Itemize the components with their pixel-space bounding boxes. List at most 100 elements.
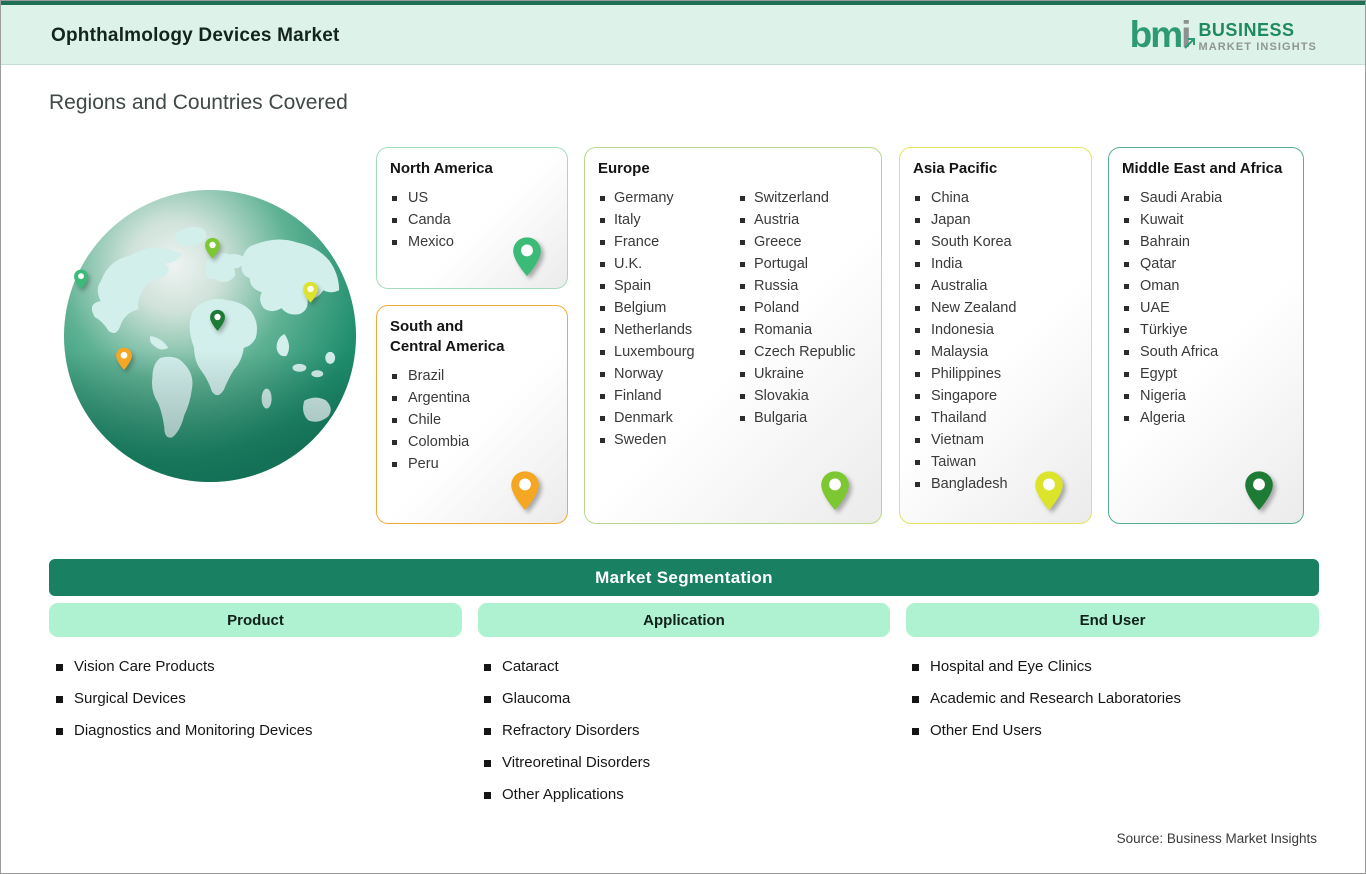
segment-item: Vitreoretinal Disorders [482,747,892,779]
segment-item: Refractory Disorders [482,715,892,747]
country-item: Portugal [738,253,868,275]
country-item: Philippines [913,363,1078,385]
country-item: Mexico [390,231,554,253]
country-item: Algeria [1122,407,1290,429]
country-item: Saudi Arabia [1122,187,1290,209]
country-item: Argentina [390,387,554,409]
region-title: Middle East and Africa [1122,160,1283,177]
country-item: Kuwait [1122,209,1290,231]
region-title: South and Central America [390,318,505,355]
country-item: China [913,187,1078,209]
segment-item: Cataract [482,651,892,683]
map-pin-icon [509,470,541,517]
country-item: Poland [738,297,868,319]
country-item: Switzerland [738,187,868,209]
country-item: Italy [598,209,728,231]
country-item: Czech Republic [738,341,868,363]
top-accent-bar [1,1,1365,5]
country-item: Malaysia [913,341,1078,363]
country-item: Russia [738,275,868,297]
logo-mark: bmi [1129,13,1196,57]
map-pin-icon [1033,470,1065,517]
country-item: Colombia [390,431,554,453]
country-item: France [598,231,728,253]
country-item: Peru [390,453,554,475]
world-globe-illustration [61,187,359,485]
country-item: Slovakia [738,385,868,407]
region-title: Europe [598,160,650,177]
segment-header-product: Product [49,603,462,637]
header: Ophthalmology Devices Market bmi BUSINES… [1,5,1365,65]
country-item: Türkiye [1122,319,1290,341]
country-item: Austria [738,209,868,231]
globe-pin-europe-icon [204,237,221,265]
globe-pin-middle-east-africa-icon [209,309,226,337]
country-item: Australia [913,275,1078,297]
segment-item: Academic and Research Laboratories [910,683,1319,715]
country-item: South Africa [1122,341,1290,363]
country-item: Thailand [913,407,1078,429]
segment-item: Other Applications [482,779,892,811]
logo-line1: BUSINESS [1198,19,1295,40]
country-item: South Korea [913,231,1078,253]
country-item: Bahrain [1122,231,1290,253]
logo-text: BUSINESS MARKET INSIGHTS [1198,17,1317,53]
market-segmentation-banner: Market Segmentation [49,559,1319,596]
country-item: Brazil [390,365,554,387]
country-item: Spain [598,275,728,297]
logo-mark-bm: bm [1129,14,1183,55]
country-item: Japan [913,209,1078,231]
country-item: Nigeria [1122,385,1290,407]
logo-mark-i: i [1181,14,1191,55]
country-item: Qatar [1122,253,1290,275]
country-item: Oman [1122,275,1290,297]
country-item: US [390,187,554,209]
country-item: Ukraine [738,363,868,385]
segment-item: Other End Users [910,715,1319,747]
logo-arrow-icon [1184,15,1196,59]
country-item: New Zealand [913,297,1078,319]
country-item: Netherlands [598,319,728,341]
map-pin-icon [1243,470,1275,517]
country-item: Romania [738,319,868,341]
segment-header-end-user: End User [906,603,1319,637]
region-title: North America [390,160,493,177]
country-item: Taiwan [913,451,1078,473]
segment-item: Glaucoma [482,683,892,715]
country-item: India [913,253,1078,275]
country-item: Germany [598,187,728,209]
section-title: Regions and Countries Covered [49,91,348,114]
country-item: Singapore [913,385,1078,407]
globe-pin-south-central-america-icon [115,347,133,376]
map-pin-icon [511,236,543,283]
country-item: Chile [390,409,554,431]
country-item: Belgium [598,297,728,319]
country-item: Bulgaria [738,407,868,429]
country-item: Denmark [598,407,728,429]
segment-item: Surgical Devices [54,683,464,715]
globe-pin-asia-pacific-icon [302,281,319,309]
country-item: Sweden [598,429,728,451]
country-item: Norway [598,363,728,385]
country-item: Vietnam [913,429,1078,451]
region-title: Asia Pacific [913,160,998,177]
segment-item: Vision Care Products [54,651,464,683]
segment-header-application: Application [478,603,890,637]
segment-item: Hospital and Eye Clinics [910,651,1319,683]
logo-line2: MARKET INSIGHTS [1198,40,1317,53]
country-item: Bangladesh [913,473,1078,495]
country-item: Canda [390,209,554,231]
